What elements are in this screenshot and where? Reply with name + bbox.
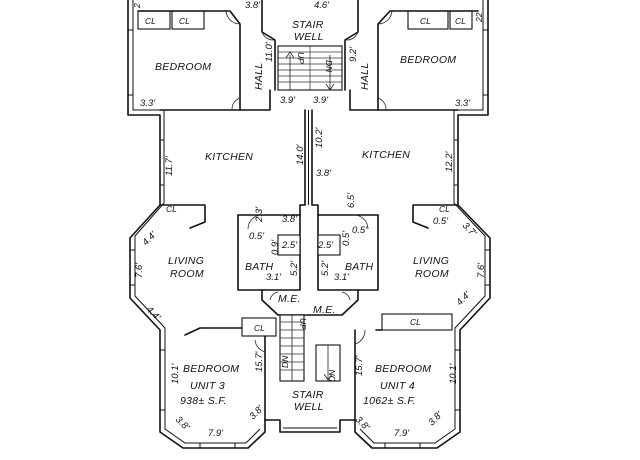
dimension-label: 3.9'	[280, 95, 296, 106]
stair-bottom-label-1: STAIR	[292, 389, 324, 401]
dimension-label: 7.6'	[134, 262, 145, 278]
bedroom-bottom-right-label: BEDROOM	[375, 363, 431, 375]
dimension-label: 7.6'	[476, 262, 487, 278]
unit-3-name: UNIT 3	[190, 380, 225, 392]
dimension-label: 0.5'	[352, 225, 368, 236]
dimension-label: 3.3'	[140, 98, 156, 109]
dimension-label: 7.9'	[394, 428, 410, 439]
dimension-label: 12.2'	[444, 151, 455, 172]
dimension-label: 6.5'	[346, 192, 357, 208]
dimension-label: 4.4'	[454, 289, 473, 308]
bath-left-label: BATH	[245, 261, 274, 273]
dimension-label: 0.5'	[433, 216, 449, 227]
me-right-label: M.E.	[313, 304, 336, 316]
dimension-label: 22	[474, 12, 484, 23]
hall-right-label: HALL	[359, 63, 371, 90]
room-labels: BEDROOM BEDROOM KITCHEN KITCHEN LIVING R…	[155, 19, 456, 413]
closet-label: CL	[254, 323, 265, 333]
closet-label: CL	[410, 317, 421, 327]
dimension-label: 10.2'	[314, 127, 325, 148]
kitchen-left-label: KITCHEN	[205, 151, 253, 163]
dimension-label: 2.5'	[281, 240, 298, 251]
dimension-label: 4.6'	[314, 0, 330, 11]
dimension-label: 10.1'	[448, 363, 459, 384]
dimension-label: 3.9'	[313, 95, 329, 106]
living-left-label-2: ROOM	[170, 268, 204, 280]
exterior-walls	[127, 0, 491, 449]
stair-top-label-2: WELL	[294, 31, 324, 43]
dimension-label: 14.0'	[295, 144, 306, 165]
dimension-label: 4.4'	[140, 229, 159, 248]
living-left-label-1: LIVING	[168, 255, 204, 267]
bedroom-top-left-label: BEDROOM	[155, 61, 211, 73]
top-area	[137, 0, 479, 111]
dimension-label: 7.9'	[208, 428, 224, 439]
dimension-label: 0.5'	[249, 231, 265, 242]
dimension-label: 3.8'	[173, 414, 192, 433]
unit-4-name: UNIT 4	[380, 380, 415, 392]
dimension-label: 2.3'	[254, 206, 265, 223]
dimension-label: 5.2'	[320, 260, 331, 276]
closet-label: CL	[455, 16, 466, 26]
living-right-label-2: ROOM	[415, 268, 449, 280]
dimension-label: 0.5'	[341, 230, 352, 246]
dimension-label: 11.0'	[264, 41, 275, 62]
stair-up-bottom: UP	[298, 318, 308, 330]
bedroom-top-walls	[159, 89, 459, 111]
closet-label: CL	[439, 204, 450, 214]
unit-3-area: 938± S.F.	[180, 395, 227, 407]
bottom-area	[184, 313, 453, 421]
closet-label: CL	[179, 16, 190, 26]
stair-dn-bottom-1: DN	[280, 355, 290, 368]
stair-top-label-1: STAIR	[292, 19, 324, 31]
dimension-label: 15.7'	[254, 351, 265, 372]
bedroom-bottom-left-label: BEDROOM	[183, 363, 239, 375]
unit-labels: UNIT 3 938± S.F. UNIT 4 1062± S.F.	[180, 380, 416, 407]
central-walls	[159, 109, 459, 316]
dimension-label: 3.8'	[316, 168, 332, 179]
hall-left-label: HALL	[253, 63, 265, 90]
closet-label: CL	[420, 16, 431, 26]
closet-labels: CL CL CL CL CL CL CL CL	[145, 16, 466, 333]
dimension-label: 15.7'	[354, 355, 365, 376]
dimension-label: 3.1'	[334, 272, 350, 283]
dimension-label: 11.7'	[164, 155, 175, 176]
dimension-label: 2.5'	[317, 240, 334, 251]
dimension-label: 5.2'	[289, 260, 300, 276]
dimension-label: 0.9'	[270, 239, 281, 255]
dimension-label: 3.8'	[247, 403, 266, 422]
bath-right-label: BATH	[345, 261, 374, 273]
dimension-label: 2	[132, 3, 142, 9]
stair-labels: UP DN UP DN DN	[280, 52, 337, 382]
dimension-label: 3.1'	[266, 272, 282, 283]
closet-label: CL	[166, 204, 177, 214]
dimension-label: 3.3'	[455, 98, 471, 109]
dimension-label: 3.8'	[282, 214, 298, 225]
living-right-label-1: LIVING	[413, 255, 449, 267]
bedroom-top-right-label: BEDROOM	[400, 54, 456, 66]
stair-dn-top: DN	[324, 60, 334, 73]
dimension-label: 9.2'	[348, 46, 359, 62]
unit-4-area: 1062± S.F.	[363, 395, 416, 407]
dimension-label: 3.8'	[426, 409, 445, 428]
dimension-label: 3.8'	[245, 0, 261, 11]
me-left-label: M.E.	[278, 293, 301, 305]
stair-bottom-label-2: WELL	[294, 401, 324, 413]
dimension-label: 4.4'	[144, 304, 163, 323]
stair-dn-bottom-2: DN	[327, 369, 337, 382]
stair-up-top: UP	[296, 52, 306, 64]
dimension-label: 10.1'	[170, 363, 181, 384]
kitchen-right-label: KITCHEN	[362, 149, 410, 161]
closet-label: CL	[145, 16, 156, 26]
windows	[128, 29, 490, 448]
